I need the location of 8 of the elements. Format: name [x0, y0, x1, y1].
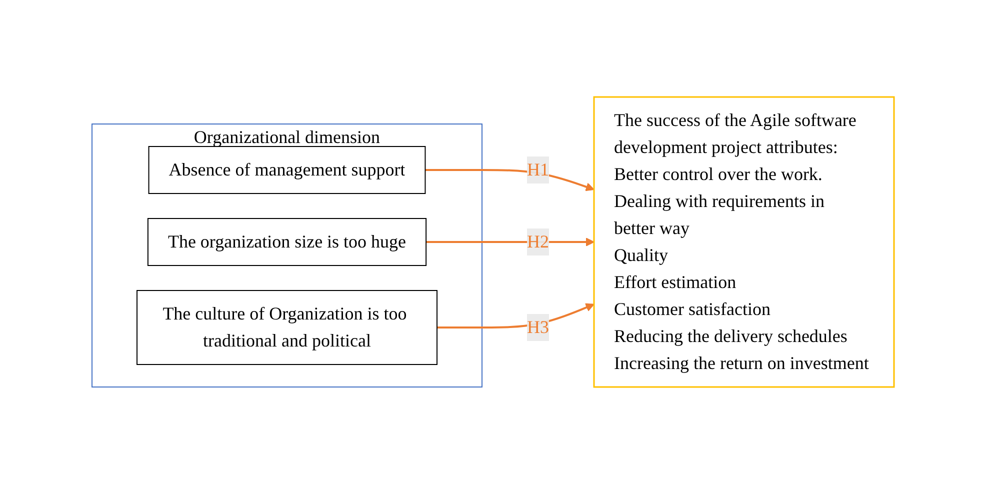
edge-label: H1	[526, 160, 548, 180]
node-box: The culture of Organization is too traditional and political	[136, 290, 437, 365]
node-box: The organization size is too huge	[146, 218, 426, 266]
edge-label: H3	[526, 317, 548, 337]
node-box: Absence of management support	[148, 146, 426, 194]
edge-label: H2	[526, 232, 548, 252]
node-box: The success of the Agile software development project attributes: Better control over the work. Dealing with requirements in better way Quality Effort estimation Customer satisfaction Reducing the delivery schedules Increasing the return on investment	[592, 96, 894, 388]
arrow	[424, 169, 594, 192]
